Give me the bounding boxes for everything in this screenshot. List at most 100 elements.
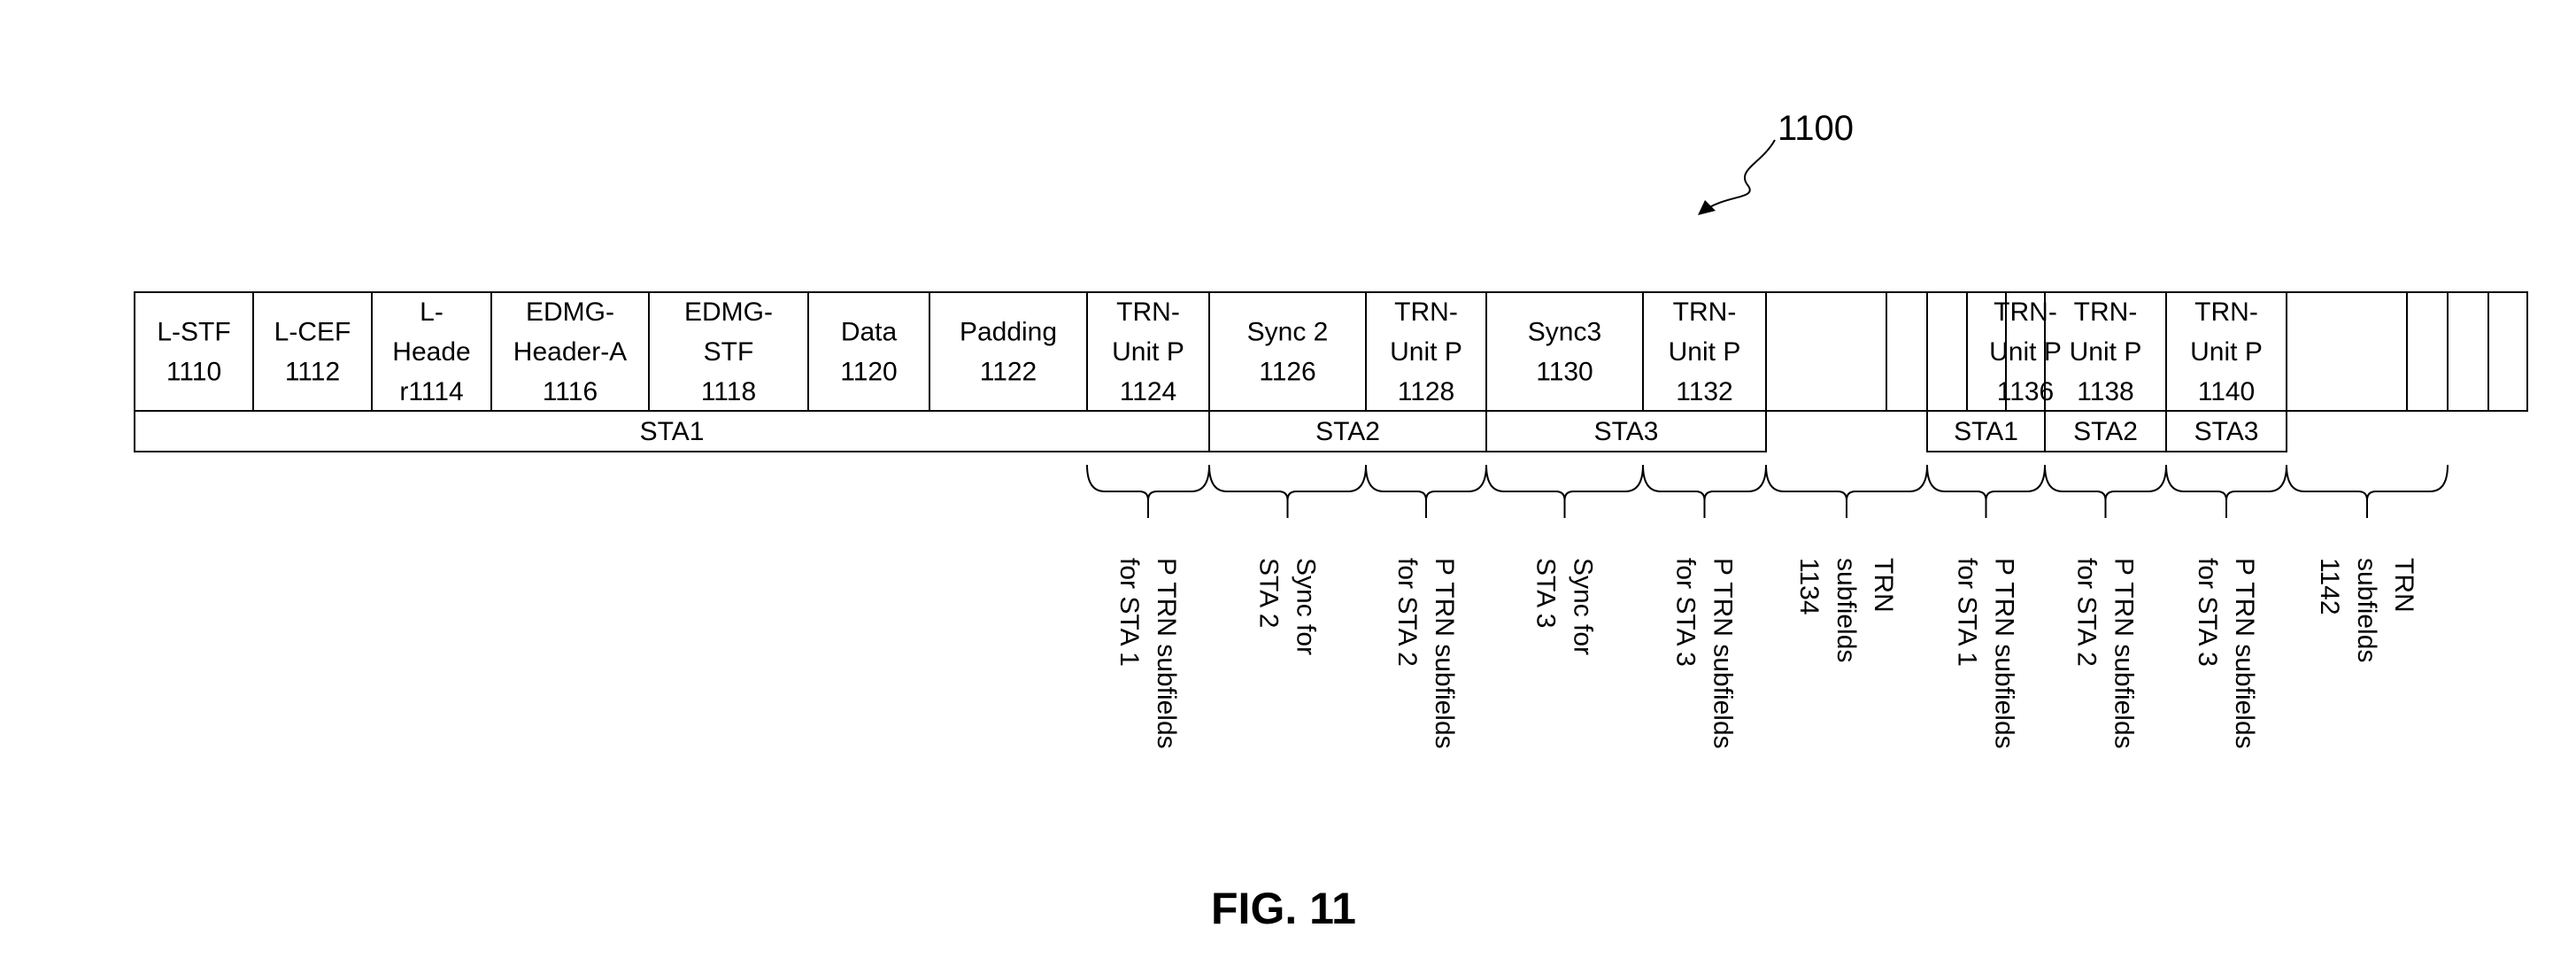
field-label: Unit P bbox=[1390, 337, 1462, 367]
brace-tip bbox=[1837, 491, 1856, 518]
field-label: 1124 bbox=[1120, 377, 1177, 406]
field-cell-box bbox=[252, 291, 373, 412]
station-cell: STA2 bbox=[2044, 410, 2167, 452]
field-cell-box bbox=[2487, 291, 2528, 412]
field-cell: L-STF 1110 bbox=[134, 291, 254, 412]
brace bbox=[1765, 464, 1928, 492]
field-label: Sync3 bbox=[1528, 318, 1601, 347]
brace-row bbox=[1086, 464, 2449, 518]
brace-tip bbox=[1416, 491, 1436, 518]
field-cell bbox=[2447, 291, 2489, 412]
field-label: 1130 bbox=[1536, 358, 1593, 387]
field-label: Padding bbox=[960, 318, 1057, 347]
station-label: STA1 bbox=[640, 417, 705, 446]
field-cell-box bbox=[1208, 291, 1367, 412]
field-label: L- bbox=[420, 298, 443, 327]
brace bbox=[1365, 464, 1487, 492]
field-label: 1138 bbox=[2077, 377, 2134, 406]
field-label: Data bbox=[841, 318, 898, 347]
field-label: 1128 bbox=[1398, 377, 1455, 406]
brace-tip bbox=[1555, 491, 1574, 518]
station-cell: STA1 bbox=[134, 410, 1210, 452]
brace-tip bbox=[1977, 491, 1995, 518]
station-cell-box bbox=[1485, 410, 1767, 452]
brace-label: 1142 bbox=[2315, 558, 2344, 615]
field-label: 1122 bbox=[980, 358, 1037, 387]
field-cell-box bbox=[1886, 291, 1928, 412]
field-label: STF bbox=[704, 337, 754, 367]
brace-label: P TRN subfields bbox=[1708, 558, 1738, 749]
figure-caption: FIG. 11 bbox=[1211, 884, 1356, 933]
field-label: Unit P bbox=[1669, 337, 1741, 367]
brace bbox=[2165, 464, 2287, 492]
field-cell-box bbox=[807, 291, 930, 412]
station-label: STA2 bbox=[2073, 417, 2138, 446]
brace-tip bbox=[2357, 491, 2377, 518]
brace-label: 1134 bbox=[1794, 558, 1824, 615]
field-label: 1140 bbox=[2198, 377, 2256, 406]
brace-label: Sync for bbox=[1569, 558, 1598, 655]
field-cell: TRN- Unit P 1124 bbox=[1086, 291, 1210, 412]
station-cell: STA3 bbox=[2165, 410, 2287, 452]
field-label: L-STF bbox=[157, 318, 230, 347]
brace-tip bbox=[1695, 491, 1714, 518]
brace bbox=[1485, 464, 1644, 492]
field-label: Heade bbox=[392, 337, 470, 367]
brace-label: STA 2 bbox=[1254, 558, 1284, 628]
brace-tip bbox=[2217, 491, 2236, 518]
brace-label: P TRN subfields bbox=[1430, 558, 1459, 749]
station-label: STA2 bbox=[1315, 417, 1380, 446]
brace-label: P TRN subfields bbox=[1152, 558, 1181, 749]
brace-label: for STA 1 bbox=[1953, 558, 1982, 667]
field-label: TRN- bbox=[1116, 298, 1180, 327]
brace-label: for STA 3 bbox=[2193, 558, 2222, 667]
station-cell: STA1 bbox=[1926, 410, 2046, 452]
field-label: r1114 bbox=[399, 377, 463, 406]
brace-label: P TRN subfields bbox=[2230, 558, 2259, 749]
field-label: 1118 bbox=[701, 377, 756, 406]
station-cell: STA2 bbox=[1208, 410, 1487, 452]
field-cell-box bbox=[929, 291, 1088, 412]
field-cell-box bbox=[2286, 291, 2408, 412]
field-cell bbox=[1926, 291, 1968, 412]
brace-label: P TRN subfields bbox=[2109, 558, 2139, 749]
brace-tip bbox=[1278, 491, 1297, 518]
field-label: Unit P bbox=[2190, 337, 2263, 367]
field-label: Sync 2 bbox=[1247, 318, 1329, 347]
field-label: TRN- bbox=[2074, 298, 2138, 327]
field-label: Header-A bbox=[513, 337, 627, 367]
field-label: 1120 bbox=[840, 358, 898, 387]
brace-label: subfields bbox=[1832, 558, 1861, 662]
brace-label: subfields bbox=[2352, 558, 2381, 662]
field-label: Unit P bbox=[1112, 337, 1184, 367]
field-label: EDMG- bbox=[526, 298, 614, 327]
brace-label: for STA 3 bbox=[1671, 558, 1701, 667]
brace-label: Sync for bbox=[1292, 558, 1321, 655]
station-label: STA1 bbox=[1954, 417, 2018, 446]
field-cell-box bbox=[2406, 291, 2449, 412]
brace-label: for STA 2 bbox=[2072, 558, 2102, 667]
brace bbox=[2286, 464, 2449, 492]
field-cell: Data 1120 bbox=[807, 291, 930, 412]
brace bbox=[2044, 464, 2167, 492]
field-label: 1132 bbox=[1676, 377, 1733, 406]
brace bbox=[1086, 464, 1210, 492]
brace-tip bbox=[1138, 491, 1158, 518]
field-label: TRN- bbox=[1394, 298, 1458, 327]
brace-tip bbox=[2096, 491, 2115, 518]
field-label: 1116 bbox=[543, 377, 598, 406]
field-cell: L- Heade r1114 bbox=[371, 291, 492, 412]
field-cell bbox=[2487, 291, 2528, 412]
field-label: 1110 bbox=[166, 358, 221, 387]
field-cell-box bbox=[1485, 291, 1644, 412]
brace-label-row: P TRN subfields for STA 1 Sync for STA 2 P T… bbox=[1114, 558, 2418, 749]
reference-numeral: 1100 bbox=[1778, 109, 1854, 148]
